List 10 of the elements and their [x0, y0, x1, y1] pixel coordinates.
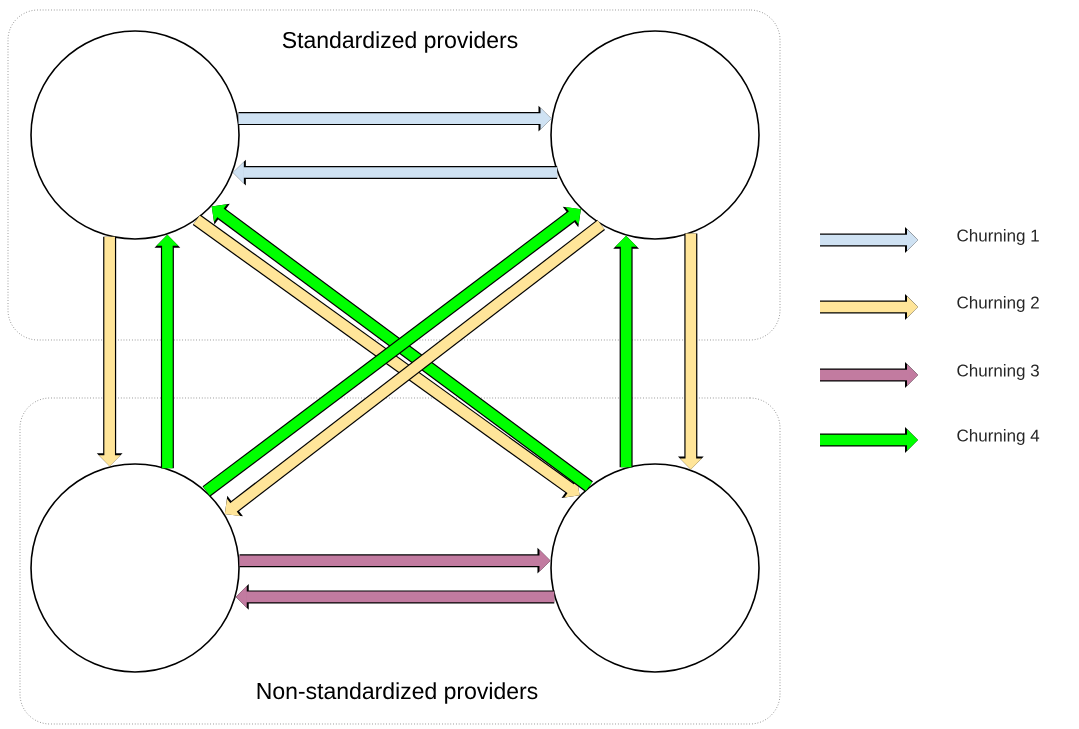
group-box: Non-standardized providers: [19, 397, 781, 725]
group-box: Standardized providers: [7, 9, 781, 341]
circle: [550, 30, 760, 240]
circle: [550, 463, 760, 673]
legend-label: Churning 2: [957, 296, 1039, 312]
circle: [30, 463, 240, 673]
legend-label: Churning 1: [957, 229, 1039, 245]
circle: [30, 30, 240, 240]
legend-label: Churning 3: [957, 364, 1039, 380]
legend-label: Churning 4: [957, 429, 1040, 445]
